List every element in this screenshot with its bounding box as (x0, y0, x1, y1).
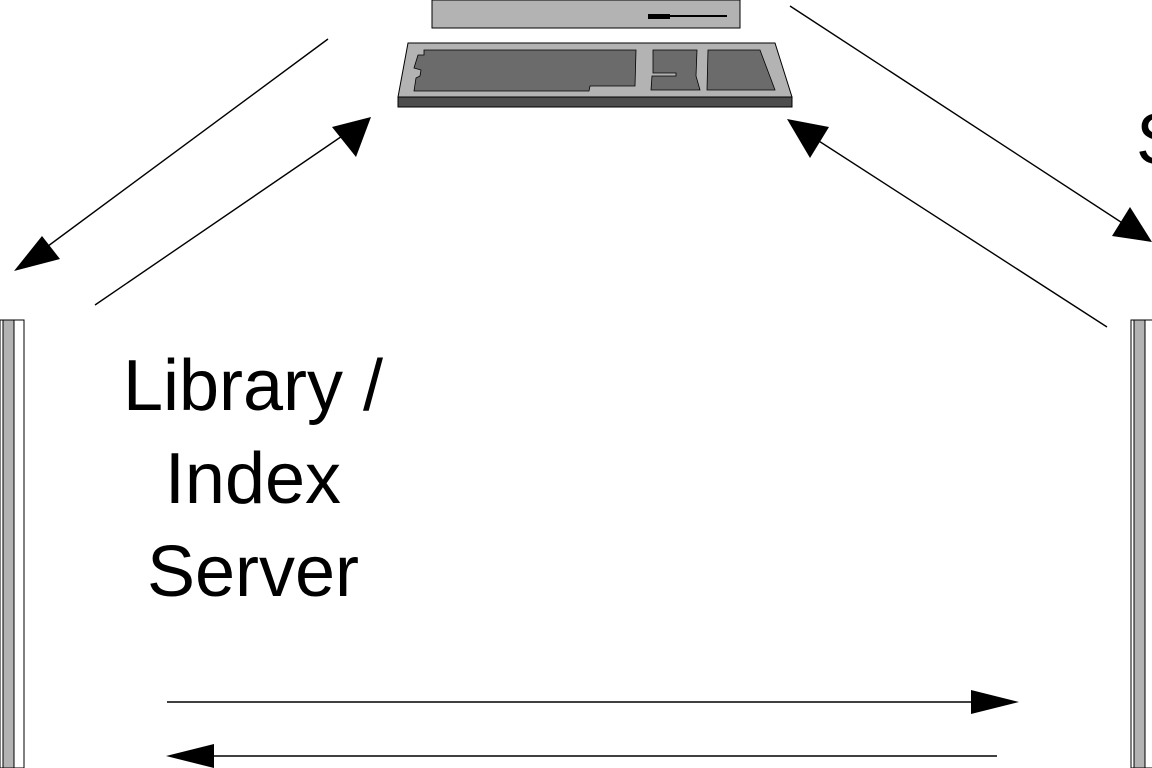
right-server-icon (1130, 319, 1152, 768)
arrow-right-server-to-library (166, 744, 997, 768)
monitor-power-light (648, 14, 670, 19)
left-server-icon (0, 319, 25, 768)
arrow-computer-to-right-server (789, 5, 1152, 242)
library-label-line-3: Server (146, 532, 360, 612)
arrow-right-server-to-computer (787, 119, 1108, 328)
keyboard-keys-arrows (650, 49, 701, 91)
arrow-library-to-computer (94, 117, 371, 306)
library-label-line-2: Index (164, 439, 342, 519)
computer-icon (397, 0, 793, 108)
arrow-library-to-right-server (167, 690, 1019, 714)
arrow-computer-to-library (14, 38, 329, 271)
library-index-server-label: Library / Index Server (112, 350, 394, 629)
right-server-label-fragment: S (1136, 104, 1152, 176)
monitor-base (431, 0, 741, 29)
keyboard-keys-main (413, 49, 637, 92)
library-label-line-1: Library / (122, 346, 384, 426)
keyboard-base (397, 96, 793, 108)
keyboard-keys-numpad (706, 49, 776, 91)
